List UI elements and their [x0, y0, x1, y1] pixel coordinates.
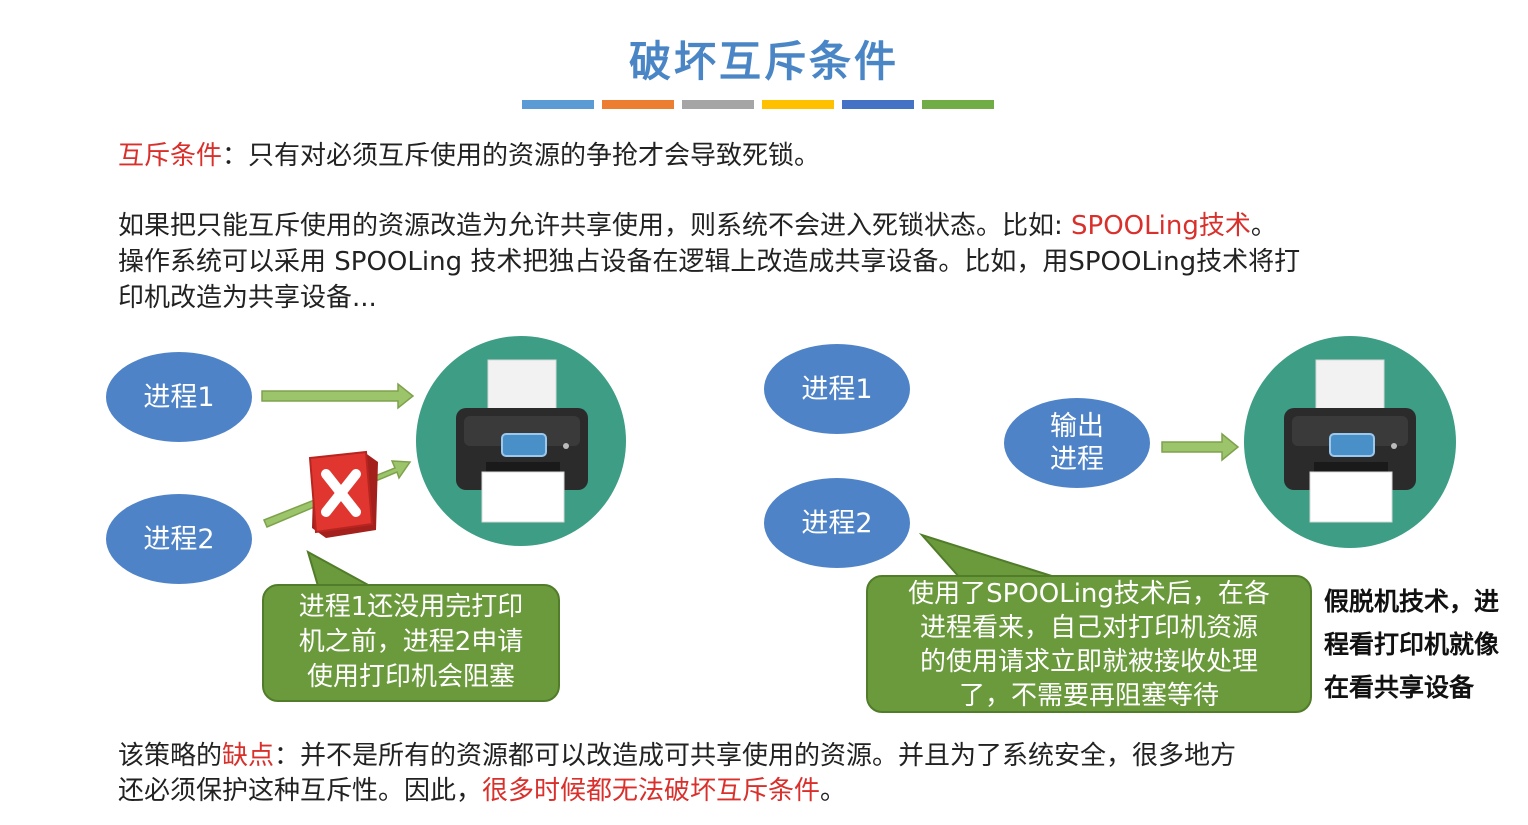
- left-note: 进程1还没用完打印 机之前，进程2申请 使用打印机会阻塞: [262, 584, 560, 702]
- left-note-line3: 使用打印机会阻塞: [306, 662, 515, 692]
- title-underline-green: [922, 100, 994, 109]
- output-process-label-line1: 输出: [1050, 411, 1104, 442]
- left-printer-icon: [456, 359, 588, 523]
- side-note-line2: 程看打印机就像: [1324, 630, 1500, 659]
- definition-term: 互斥条件: [118, 141, 223, 171]
- left-process1-node: 进程1: [106, 352, 252, 442]
- left-note-tail: [306, 549, 371, 587]
- definition-text: ：只有对必须互斥使用的资源的争抢才会导致死锁。: [222, 141, 821, 171]
- left-process1-label: 进程1: [143, 381, 215, 413]
- right-process2-label: 进程2: [801, 507, 873, 539]
- spooling-paragraph-line2: 操作系统可以采用 SPOOLing 技术把独占设备在逻辑上改造成共享设备。比如，…: [118, 247, 1301, 277]
- right-printer-icon: [1284, 359, 1416, 523]
- drawback-paragraph-line1: 该策略的缺点：并不是所有的资源都可以改造成可共享使用的资源。并且为了系统安全，很…: [118, 738, 1236, 774]
- right-note-line4: 了，不需要再阻塞等待: [958, 681, 1219, 711]
- title-underline-yellow: [762, 100, 834, 109]
- right-arrow-output: [1161, 432, 1240, 462]
- block-x-icon: [308, 450, 378, 538]
- output-process-node: 输出 进程: [1004, 398, 1150, 488]
- drawback-conclusion: 很多时候都无法破坏互斥条件: [482, 776, 821, 806]
- title-underline-blue: [522, 100, 594, 109]
- side-note-line3: 在看共享设备: [1324, 673, 1475, 702]
- title-underline-gray: [682, 100, 754, 109]
- spooling-term: SPOOLing技术: [1071, 211, 1251, 241]
- spooling-text-b: 。: [1250, 211, 1277, 241]
- page-title: 破坏互斥条件: [628, 37, 899, 86]
- right-process1-label: 进程1: [801, 373, 873, 405]
- left-process2-label: 进程2: [143, 523, 215, 555]
- title-underline-darkblue: [842, 100, 914, 109]
- title-underline-orange: [602, 100, 674, 109]
- right-process1-node: 进程1: [764, 344, 910, 434]
- drawback-text-d: 。: [820, 776, 847, 806]
- left-note-line1: 进程1还没用完打印: [298, 592, 524, 622]
- right-process2-node: 进程2: [764, 478, 910, 568]
- drawback-text-b: ：并不是所有的资源都可以改造成可共享使用的资源。并且为了系统安全，很多地方: [274, 741, 1237, 771]
- right-note: 使用了SPOOLing技术后，在各 进程看来，自己对打印机资源 的使用请求立即就…: [866, 575, 1312, 713]
- spooling-text-a: 如果把只能互斥使用的资源改造为允许共享使用，则系统不会进入死锁状态。比如:: [118, 211, 1072, 241]
- drawback-term: 缺点: [222, 741, 275, 771]
- side-note-line1: 假脱机技术，进: [1324, 587, 1500, 616]
- left-process2-node: 进程2: [106, 494, 252, 584]
- side-note: 假脱机技术，进 程看打印机就像 在看共享设备: [1324, 580, 1524, 709]
- right-note-tail: [918, 532, 1059, 579]
- spooling-paragraph-line3: 印机改造为共享设备...: [118, 283, 377, 313]
- right-note-line2: 进程看来，自己对打印机资源: [919, 613, 1258, 643]
- drawback-paragraph-line2: 还必须保护这种互斥性。因此，很多时候都无法破坏互斥条件。: [118, 773, 846, 809]
- right-note-line1: 使用了SPOOLing技术后，在各: [908, 579, 1270, 609]
- output-process-label-line2: 进程: [1050, 444, 1104, 475]
- left-note-line2: 机之前，进程2申请: [298, 627, 524, 657]
- drawback-text-a: 该策略的: [118, 741, 223, 771]
- right-note-line3: 的使用请求立即就被接收处理: [919, 647, 1258, 677]
- definition-paragraph: 互斥条件：只有对必须互斥使用的资源的争抢才会导致死锁。: [118, 138, 820, 174]
- drawback-text-c: 还必须保护这种互斥性。因此，: [118, 776, 483, 806]
- left-arrow-process1: [261, 382, 415, 410]
- spooling-paragraph-line1: 如果把只能互斥使用的资源改造为允许共享使用，则系统不会进入死锁状态。比如: SP…: [118, 208, 1277, 244]
